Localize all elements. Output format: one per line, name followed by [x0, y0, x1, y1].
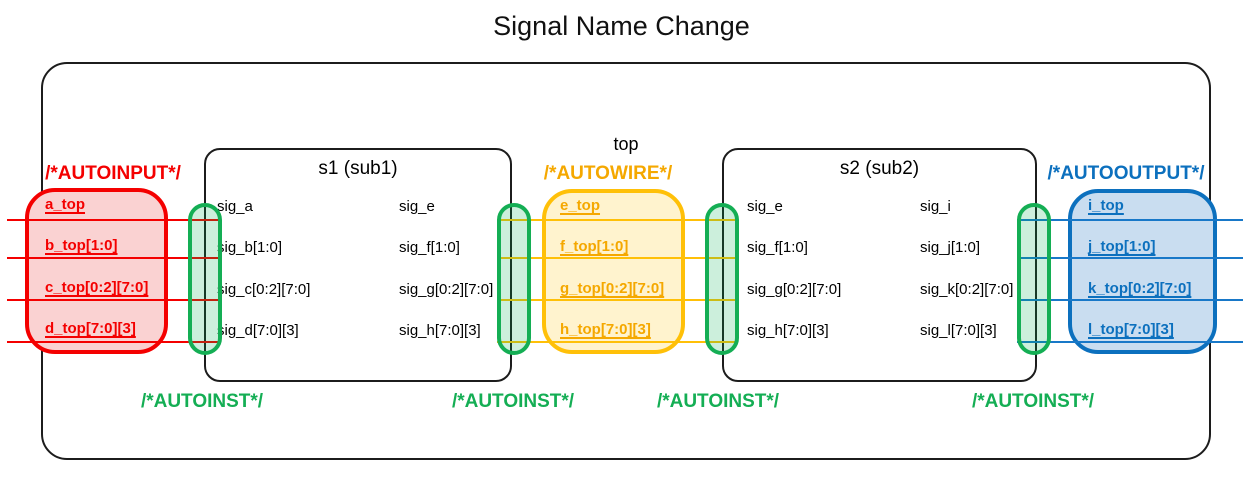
autooutput-signal: j_top[1:0]: [1088, 238, 1156, 255]
autowire-signal: e_top: [560, 197, 601, 214]
autoinst-label-2: /*AUTOINST*/: [451, 391, 575, 412]
wire-autoinput-row-2: [7, 257, 220, 259]
wire-autowire-row-4: [497, 341, 738, 343]
module-s2-box: s2 (sub2) sig_e sig_f[1:0] sig_g[0:2][7:…: [722, 148, 1037, 382]
module-s1-title: s1 (sub1): [318, 158, 398, 179]
wire-autoinput-row-4: [7, 341, 220, 343]
wire-autoinput-row-1: [7, 219, 220, 221]
autoinput-signal: c_top[0:2][7:0]: [45, 279, 149, 296]
wire-autowire-row-1: [497, 219, 738, 221]
s2-port: sig_g[0:2][7:0]: [747, 281, 842, 298]
s2-port: sig_i: [920, 198, 951, 215]
module-s1-box: s1 (sub1) sig_a sig_b[1:0] sig_c[0:2][7:…: [204, 148, 512, 382]
s1-port: sig_g[0:2][7:0]: [399, 281, 494, 298]
autoinst-label-3: /*AUTOINST*/: [656, 391, 780, 412]
s1-port: sig_d[7:0][3]: [217, 322, 299, 339]
s1-port: sig_f[1:0]: [399, 239, 460, 256]
s1-port: sig_e: [399, 198, 435, 215]
autoinst-pill-s2-left: [705, 203, 739, 355]
autoinst-pill-s2-right: [1017, 203, 1051, 355]
s2-port: sig_k[0:2][7:0]: [920, 281, 1014, 298]
s2-port: sig_f[1:0]: [747, 239, 808, 256]
diagram-title: Signal Name Change: [493, 11, 750, 41]
s2-port: sig_l[7:0][3]: [920, 322, 997, 339]
s1-port: sig_a: [217, 198, 253, 215]
autoinst-pill-s1-left: [188, 203, 222, 355]
autoinput-signal: b_top[1:0]: [45, 237, 118, 254]
autooutput-signal: k_top[0:2][7:0]: [1088, 280, 1192, 297]
wire-autooutput-row-1: [1017, 219, 1243, 221]
autooutput-group-box: i_top j_top[1:0] k_top[0:2][7:0] l_top[7…: [1068, 189, 1217, 354]
autowire-signal: f_top[1:0]: [560, 238, 629, 255]
autoinst-label-4: /*AUTOINST*/: [971, 391, 1095, 412]
module-s2-title: s2 (sub2): [839, 158, 920, 179]
autowire-signal: h_top[7:0][3]: [560, 321, 651, 338]
autoinput-group-box: a_top b_top[1:0] c_top[0:2][7:0] d_top[7…: [25, 188, 168, 354]
autowire-label: /*AUTOWIRE*/: [543, 163, 673, 184]
autoinst-label-1: /*AUTOINST*/: [140, 391, 264, 412]
wire-autowire-row-3: [497, 299, 738, 301]
autoinput-label: /*AUTOINPUT*/: [45, 163, 181, 184]
autoinput-signal: d_top[7:0][3]: [45, 320, 136, 337]
wire-autowire-row-2: [497, 257, 738, 259]
s2-port: sig_h[7:0][3]: [747, 322, 829, 339]
top-module-label: top: [613, 134, 639, 154]
s2-port: sig_e: [747, 198, 783, 215]
wire-autooutput-row-2: [1017, 257, 1243, 259]
autoinst-pill-s1-right: [497, 203, 531, 355]
s1-port: sig_b[1:0]: [217, 239, 283, 256]
autowire-group-box: e_top f_top[1:0] g_top[0:2][7:0] h_top[7…: [542, 189, 685, 354]
s1-port: sig_c[0:2][7:0]: [217, 281, 311, 298]
autooutput-label: /*AUTOOUTPUT*/: [1047, 163, 1205, 184]
autooutput-signal: i_top: [1088, 197, 1124, 214]
s1-port: sig_h[7:0][3]: [399, 322, 481, 339]
autoinput-signal: a_top: [45, 196, 86, 213]
wire-autooutput-row-4: [1017, 341, 1243, 343]
wire-autooutput-row-3: [1017, 299, 1243, 301]
wire-autoinput-row-3: [7, 299, 220, 301]
autooutput-signal: l_top[7:0][3]: [1088, 321, 1174, 338]
s2-port: sig_j[1:0]: [920, 239, 981, 256]
autowire-signal: g_top[0:2][7:0]: [560, 280, 665, 297]
